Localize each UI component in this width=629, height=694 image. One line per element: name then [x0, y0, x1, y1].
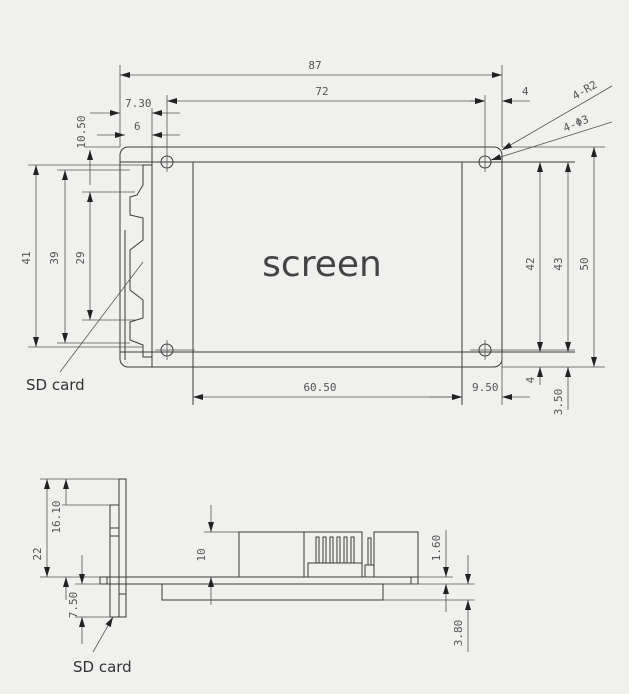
mounting-holes	[155, 95, 575, 360]
sd-card-label: SD card	[26, 376, 85, 394]
dim-22: 22	[31, 547, 44, 560]
callout-corner-radius: 4-R2	[570, 78, 599, 103]
dim-72: 72	[315, 85, 328, 98]
dim-39: 39	[48, 251, 61, 264]
component-left	[238, 531, 363, 578]
dim-4-bottom: 4	[524, 376, 537, 383]
top-view: screen SD card 87 72 4 7.30 6 60.50 9.50	[20, 59, 613, 416]
dim-7-30: 7.30	[125, 97, 152, 110]
sd-slot	[124, 147, 153, 367]
front-plate	[118, 478, 127, 618]
dim-60-50: 60.50	[303, 381, 336, 394]
dim-10: 10	[195, 548, 208, 561]
dim-1-60: 1.60	[430, 535, 443, 562]
pin-header	[315, 536, 375, 578]
side-view: 22 16.10 7.50 10 1.60 3.80 SD card	[31, 478, 475, 676]
dim-29: 29	[74, 251, 87, 264]
screen-label: screen	[262, 244, 382, 285]
dim-43: 43	[552, 257, 565, 270]
sd-card-label-side: SD card	[73, 658, 132, 676]
callout-hole-diameter: 4-Φ3	[561, 113, 590, 135]
dim-3-80: 3.80	[452, 620, 465, 647]
board-outline	[119, 146, 503, 368]
dim-4-top: 4	[522, 85, 529, 98]
sd-slot-side	[109, 504, 120, 618]
lower-board	[161, 583, 384, 601]
dim-9-50: 9.50	[472, 381, 499, 394]
pcb	[99, 576, 419, 585]
dim-16-10: 16.10	[50, 500, 63, 533]
dim-10-50: 10.50	[75, 115, 88, 148]
dim-7-50: 7.50	[67, 592, 80, 619]
dim-41: 41	[20, 251, 33, 264]
dim-3-50: 3.50	[552, 389, 565, 416]
dim-87: 87	[308, 59, 321, 72]
pin-header-base	[307, 562, 363, 578]
component-right	[373, 531, 419, 578]
dim-6: 6	[134, 120, 141, 133]
dim-42: 42	[524, 257, 537, 270]
dim-50: 50	[578, 257, 591, 270]
